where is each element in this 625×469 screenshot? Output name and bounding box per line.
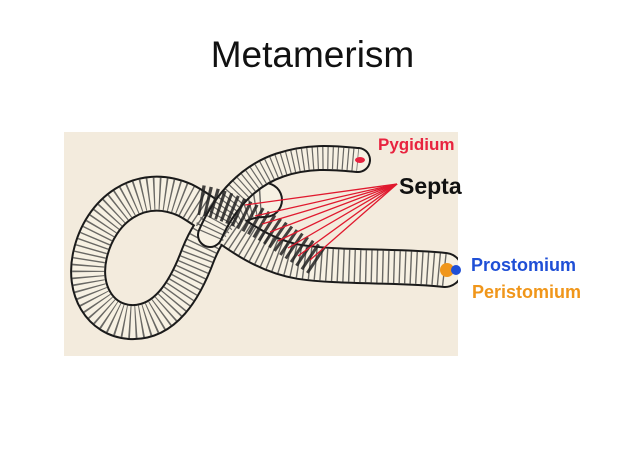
peristomium-label: Peristomium	[472, 282, 582, 302]
prostomium-label: Prostomium	[471, 255, 577, 275]
dissected-section	[197, 185, 327, 275]
pygidium-marker	[355, 157, 365, 163]
peristomium-marker	[440, 263, 454, 277]
slide-title: Metamerism	[210, 34, 415, 75]
pygidium-label: Pygidium	[378, 135, 455, 154]
septa-pointer-lines	[244, 183, 398, 261]
septa-label: Septa	[399, 173, 462, 199]
prostomium-marker	[451, 265, 461, 275]
worm-body-segments	[72, 177, 447, 338]
